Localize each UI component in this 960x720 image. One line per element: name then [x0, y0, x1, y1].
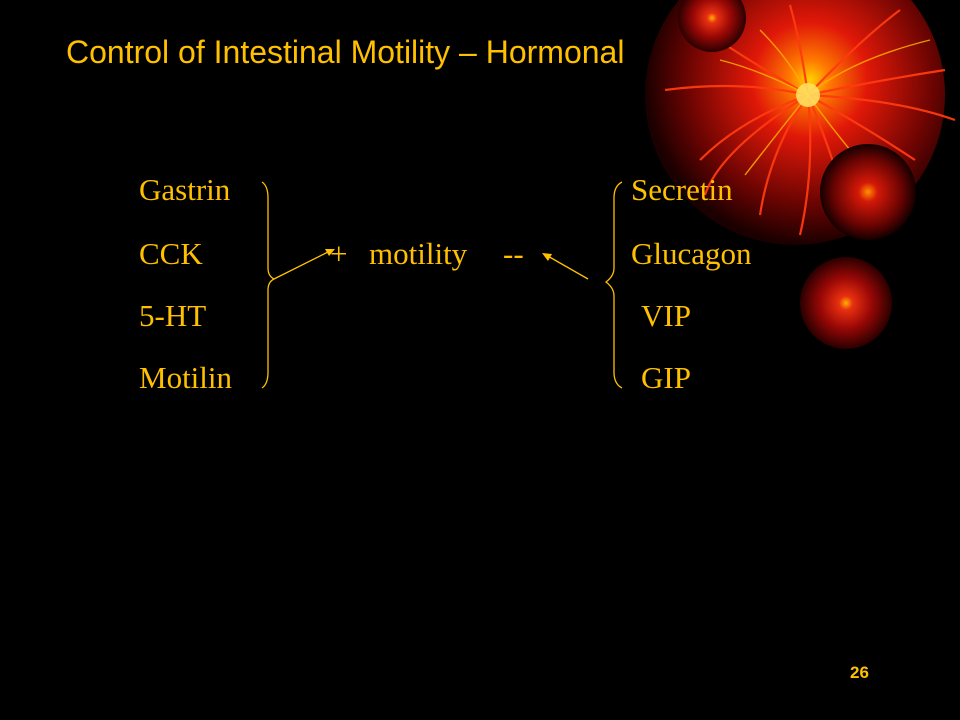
- left-hormone-5ht: 5-HT: [139, 298, 207, 333]
- motility-label: motility: [369, 236, 468, 271]
- burst-small-top: [678, 0, 746, 52]
- left-brace: [261, 181, 276, 389]
- left-hormone-cck: CCK: [139, 236, 203, 271]
- plus-sign: +: [330, 236, 348, 271]
- left-arrow-line: [273, 249, 333, 280]
- burst-mid-right: [820, 144, 916, 240]
- left-arrowhead-icon: [325, 249, 335, 256]
- right-hormone-secretin: Secretin: [631, 172, 733, 207]
- left-hormone-motilin: Motilin: [139, 360, 233, 395]
- right-brace: [604, 181, 623, 389]
- left-hormone-gastrin: Gastrin: [139, 172, 231, 207]
- minus-sign: --: [503, 236, 524, 271]
- page-number: 26: [850, 663, 869, 682]
- right-hormone-gip: GIP: [641, 360, 691, 395]
- burst-lower: [800, 257, 892, 349]
- right-hormone-vip: VIP: [641, 298, 691, 333]
- right-arrow-line: [545, 254, 589, 280]
- slide-title: Control of Intestinal Motility – Hormona…: [66, 34, 625, 70]
- right-arrowhead-icon: [542, 253, 552, 261]
- right-hormone-glucagon: Glucagon: [631, 236, 752, 271]
